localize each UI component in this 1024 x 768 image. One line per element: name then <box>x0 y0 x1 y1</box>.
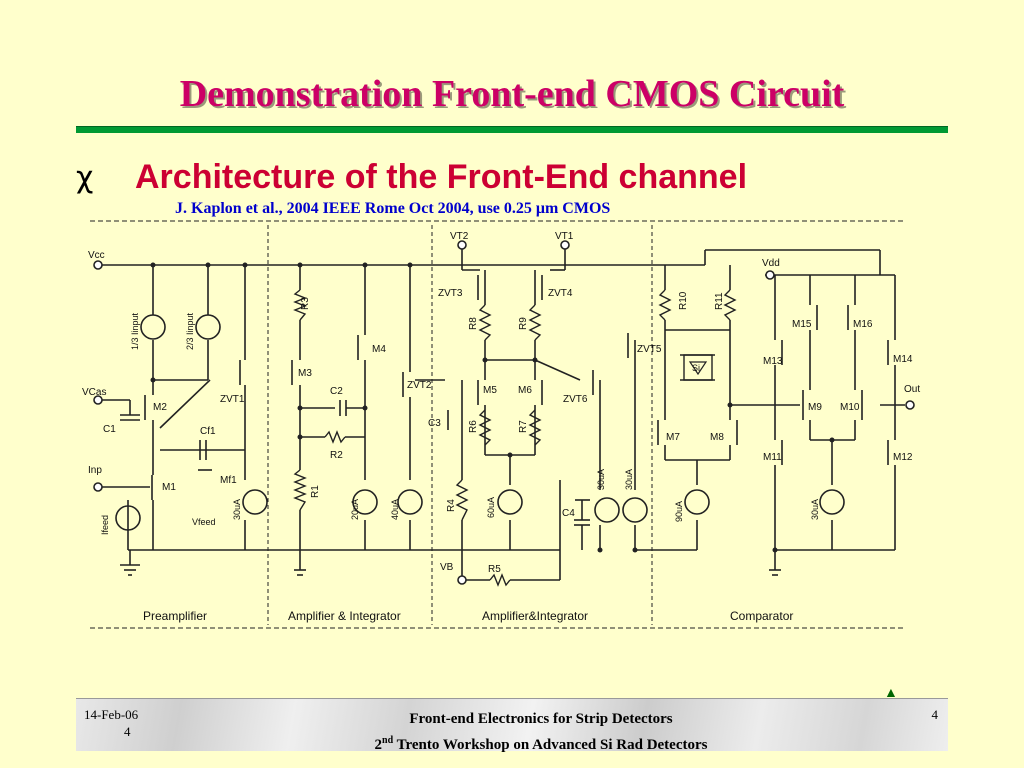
src-1-3-iinput-label: 1/3 Iinput <box>130 312 140 350</box>
src-ifeed-label: Ifeed <box>100 515 110 535</box>
citation: J. Kaplon et al., 2004 IEEE Rome Oct 200… <box>175 200 611 217</box>
m4-label: M4 <box>372 344 386 355</box>
vb-label: VB <box>440 562 454 573</box>
src-30ua-3-label: 30uA <box>624 469 634 490</box>
m5-label: M5 <box>483 385 497 396</box>
src-30ua-2-label: 30uA <box>596 469 606 490</box>
section-preamplifier: Preamplifier <box>143 609 207 623</box>
m1-label: M1 <box>162 482 176 493</box>
subtitle: Architecture of the Front-End channel <box>135 158 748 196</box>
vt2-label: VT2 <box>450 231 469 242</box>
section-amp-integrator-2: Amplifier&Integrator <box>482 609 588 623</box>
src-vfeed-label: Vfeed <box>192 517 216 527</box>
cf1-label: Cf1 <box>200 426 216 437</box>
r5-label: R5 <box>488 564 501 575</box>
src-20ua-label: 20uA <box>350 499 360 520</box>
c2-label: C2 <box>330 386 343 397</box>
footer-line-1: Front-end Electronics for Strip Detector… <box>409 711 673 727</box>
r3-label: R3 <box>300 297 311 310</box>
footer-title: Front-end Electronics for Strip Detector… <box>291 709 791 756</box>
c3-label: C3 <box>428 418 441 429</box>
vcas-label: VCas <box>82 387 106 398</box>
r1-label: R1 <box>310 485 321 498</box>
vcc-label: Vcc <box>88 250 105 261</box>
r6-label: R6 <box>468 420 479 433</box>
tree-logo-icon: ▲ <box>884 686 898 701</box>
m6-label: M6 <box>518 385 532 396</box>
bullet-icon: χ <box>76 160 94 195</box>
r4-label: R4 <box>446 499 457 512</box>
r10-label: R10 <box>678 291 689 310</box>
m16-label: M16 <box>853 319 873 330</box>
footer-line-2: 2nd Trento Workshop on Advanced Si Rad D… <box>374 735 708 753</box>
mf1-label: Mf1 <box>220 475 237 486</box>
src-30ua-1-label: 30uA <box>232 499 242 520</box>
m9-label: M9 <box>808 402 822 413</box>
zvt4-label: ZVT4 <box>548 288 573 299</box>
m10-label: M10 <box>840 402 860 413</box>
vdd-label: Vdd <box>762 258 780 269</box>
zvt3-label: ZVT3 <box>438 288 463 299</box>
title-underline <box>76 126 948 133</box>
footer-bar: 14-Feb-06 4 Front-end Electronics for St… <box>76 698 948 753</box>
r9-label: R9 <box>518 317 529 330</box>
zvt1-label: ZVT1 <box>220 394 245 405</box>
section-amp-integrator-1: Amplifier & Integrator <box>288 609 401 623</box>
m7-label: M7 <box>666 432 680 443</box>
r8-label: R8 <box>468 317 479 330</box>
m12-label: M12 <box>893 452 913 463</box>
src-60ua-label: 60uA <box>486 497 496 518</box>
r2-label: R2 <box>330 450 343 461</box>
r11-label: R11 <box>714 292 725 310</box>
m8-label: M8 <box>710 432 724 443</box>
c4-label: C4 <box>562 508 575 519</box>
vt1-label: VT1 <box>555 231 574 242</box>
m11-label: M11 <box>763 452 782 463</box>
src-2-3-iinput-label: 2/3 Iinput <box>185 312 195 350</box>
src-40ua-label: 40uA <box>390 499 400 520</box>
src-90ua-label: 90uA <box>674 501 684 522</box>
zvt5-label: ZVT5 <box>637 344 662 355</box>
out-label: Out <box>904 384 920 395</box>
footer-slide-number-small: 4 <box>124 724 131 739</box>
c1-label: C1 <box>103 424 116 435</box>
r7-label: R7 <box>518 420 529 433</box>
m15-label: M15 <box>792 319 812 330</box>
slide-title: Demonstration Front-end CMOS Circuit <box>179 73 845 115</box>
footer-page-number: 4 <box>931 707 939 722</box>
footer-date: 14-Feb-06 <box>84 707 139 722</box>
m14-label: M14 <box>893 354 913 365</box>
m3-label: M3 <box>298 368 312 379</box>
si-detector-label: Si <box>692 363 700 373</box>
m2-label: M2 <box>153 402 167 413</box>
src-30ua-4-label: 30uA <box>810 499 820 520</box>
zvt2-label: ZVT2 <box>407 380 432 391</box>
m13-label: M13 <box>763 356 783 367</box>
inp-label: Inp <box>88 465 102 476</box>
zvt6-label: ZVT6 <box>563 394 588 405</box>
section-comparator: Comparator <box>730 609 793 623</box>
